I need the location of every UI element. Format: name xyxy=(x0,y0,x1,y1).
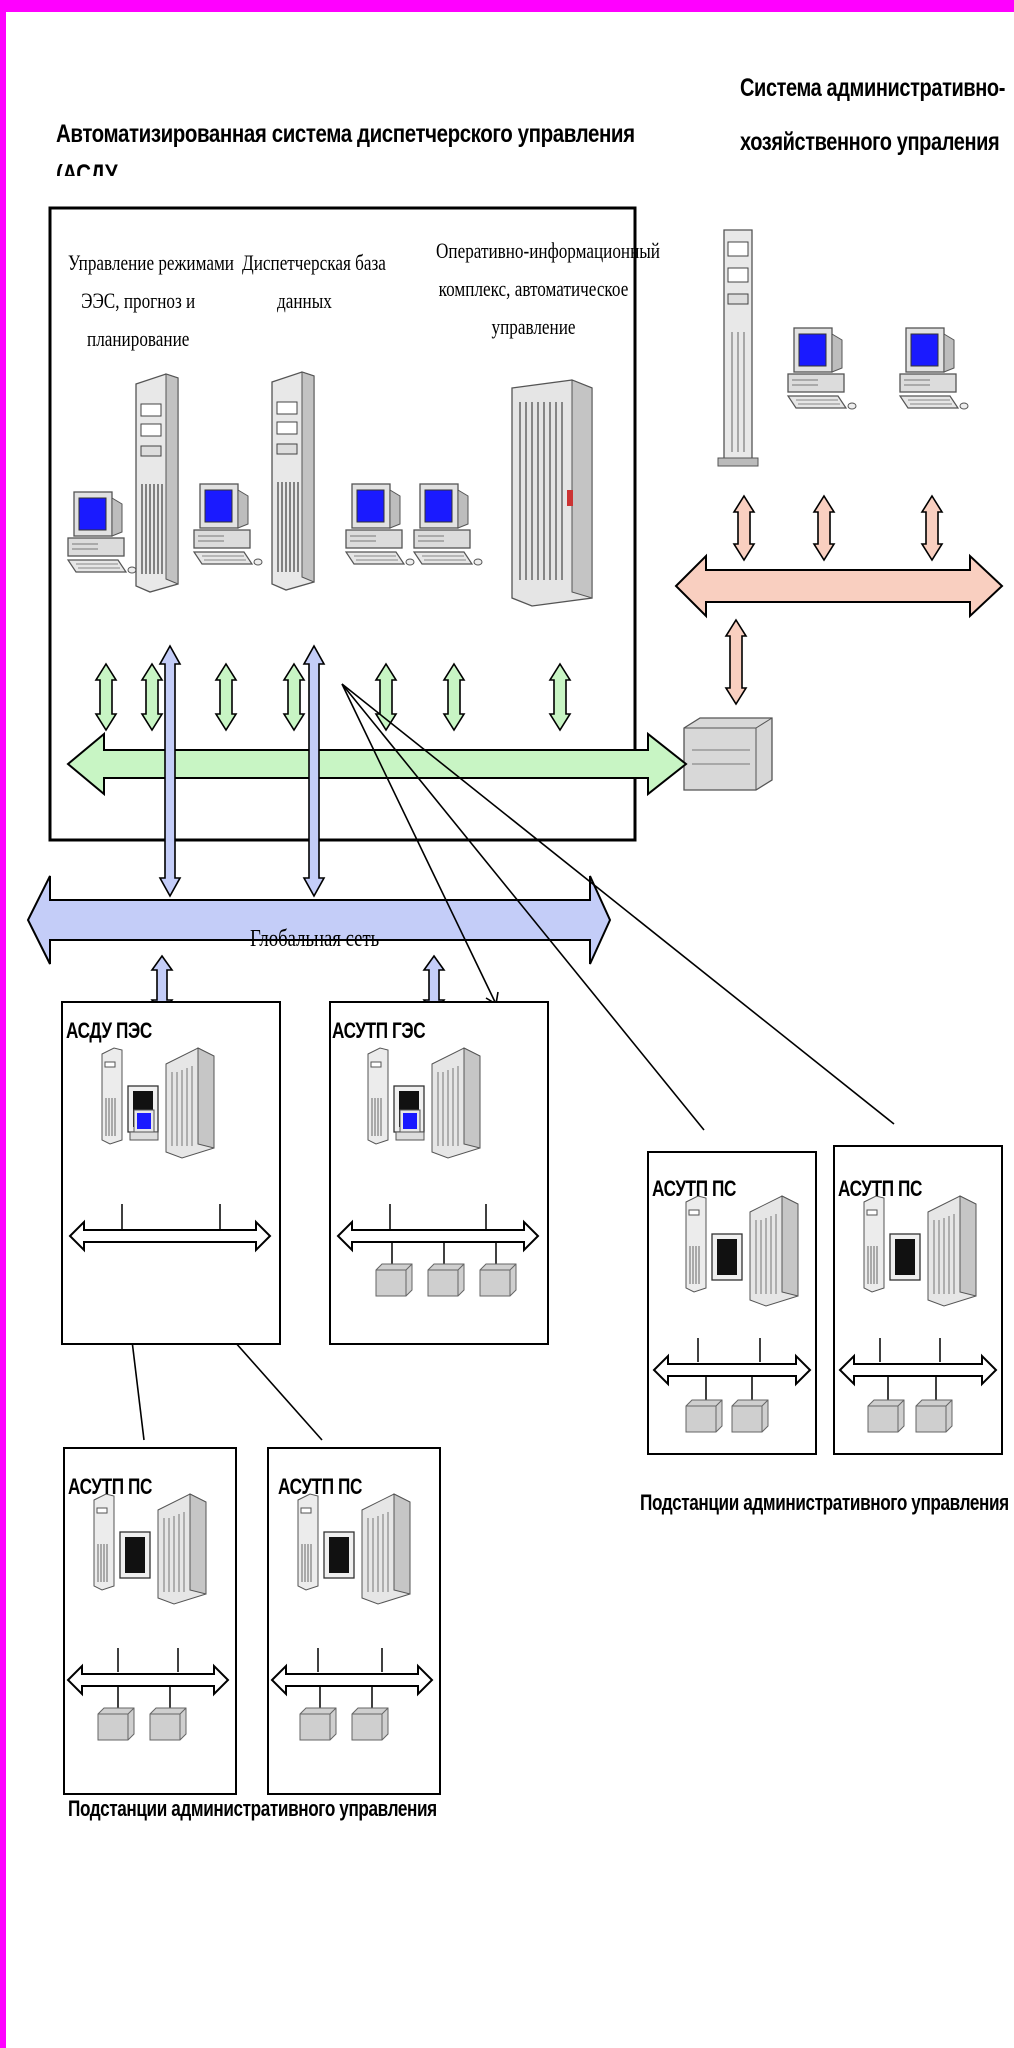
admin-title-line2: хозяйственного упраления xyxy=(740,128,1000,156)
server-cabinet-icon xyxy=(511,379,593,607)
workstation-icon xyxy=(413,483,483,566)
server-tower-icon xyxy=(271,371,315,591)
asutp-ps-box-left-2 xyxy=(267,1447,441,1795)
admin-workstation-icon xyxy=(787,327,857,410)
admin-title-line1: Система административно- xyxy=(740,74,1006,102)
asutp-ges-box xyxy=(329,1001,549,1345)
asutp-ps-box-right-2 xyxy=(833,1145,1003,1455)
asutp-ps-label-right-1: АСУТП ПС xyxy=(652,1176,736,1201)
asdu-pes-box xyxy=(61,1001,281,1345)
workstation-icon xyxy=(193,483,263,566)
asutp-ps-label-left-2: АСУТП ПС xyxy=(278,1474,362,1499)
asdu-frame xyxy=(48,206,637,842)
substations-caption-left: Подстанции административного управления xyxy=(68,1796,437,1821)
admin-bus-arrow xyxy=(674,553,1004,619)
asutp-ges-label: АСУТП ГЭС xyxy=(332,1018,426,1043)
global-network-arrow xyxy=(26,875,612,965)
diagram-canvas: Автоматизированная система диспетчерског… xyxy=(6,12,1014,2048)
asutp-ps-box-right-1 xyxy=(647,1151,817,1455)
ops-caption: Оперативно-информационный комплекс, авто… xyxy=(436,238,660,339)
admin-workstation-icon xyxy=(899,327,969,410)
asdu-pes-label: АСДУ ПЭС xyxy=(66,1018,152,1043)
workstation-mini-icon xyxy=(129,1109,159,1141)
modes-caption: Управление режимами ЭЭС, прогноз и плани… xyxy=(68,250,234,351)
pink-vertical-arrows xyxy=(724,494,944,706)
workstation-icon xyxy=(67,491,137,574)
diagram-graphics xyxy=(26,206,1004,1795)
global-network-label: Глобальная сеть xyxy=(250,926,380,952)
admin-server-tower-icon xyxy=(717,229,759,467)
asdu-title: Автоматизированная система диспетчерског… xyxy=(56,120,635,148)
green-vertical-arrows xyxy=(94,662,572,732)
substations-caption-right: Подстанции административного управления xyxy=(640,1490,1009,1515)
workstation-icon xyxy=(345,483,415,566)
asutp-ps-label-right-2: АСУТП ПС xyxy=(838,1176,922,1201)
asutp-ps-box-left-1 xyxy=(63,1447,237,1795)
blue-vertical-arrows xyxy=(150,644,446,1016)
asutp-ps-label-left-1: АСУТП ПС xyxy=(68,1474,152,1499)
server-tower-icon xyxy=(135,373,179,593)
green-bus-arrow xyxy=(66,731,688,797)
asdu-title-cut: (АСДУ xyxy=(56,160,118,176)
db-caption: Диспетчерская база данных xyxy=(242,250,386,313)
gateway-icon xyxy=(683,717,773,791)
